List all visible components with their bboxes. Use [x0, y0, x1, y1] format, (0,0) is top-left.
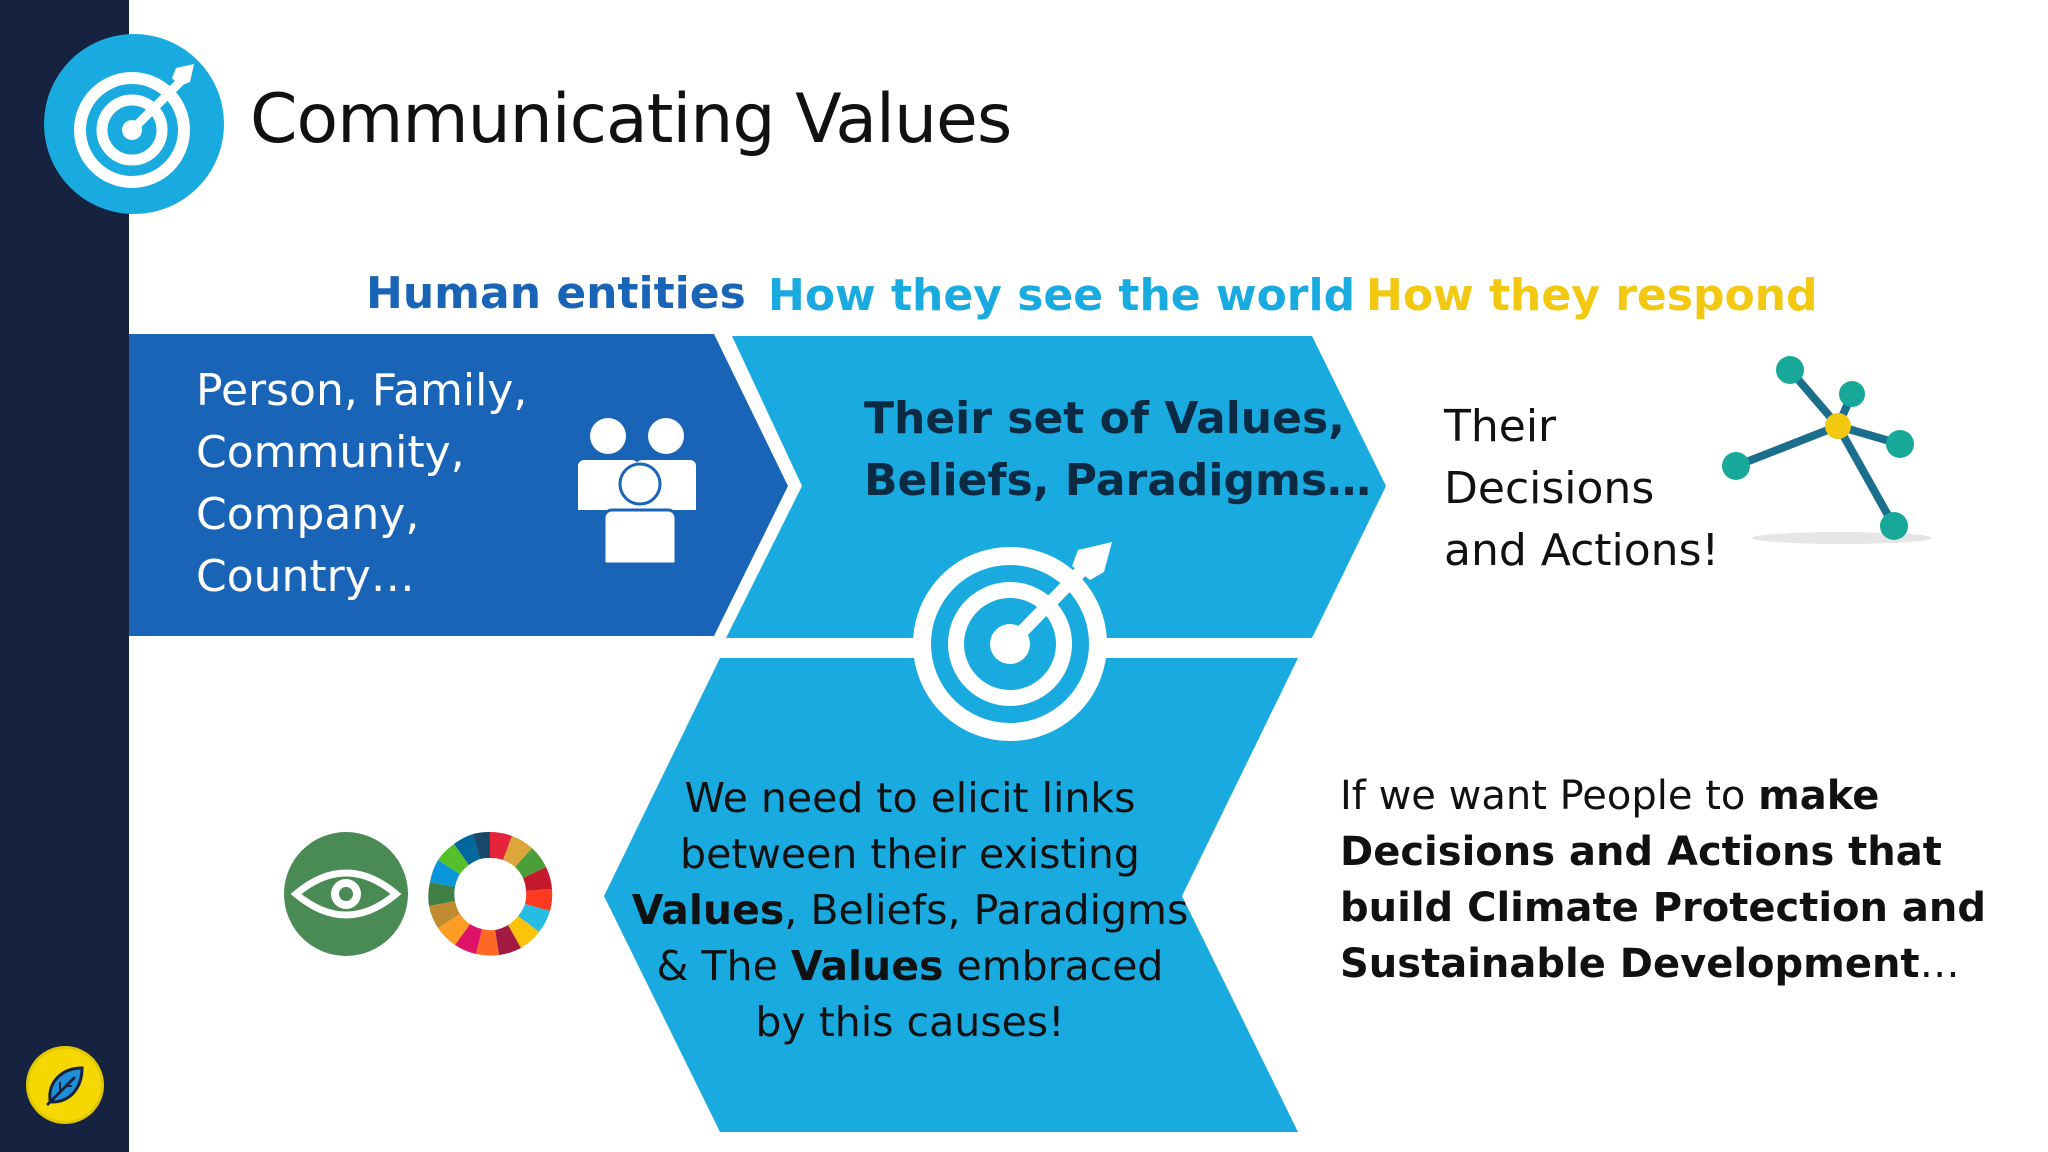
respond-line: Their	[1444, 401, 1557, 452]
respond-line: and Actions!	[1444, 525, 1720, 576]
values-chevron	[726, 336, 1386, 638]
elicit-chevron	[604, 658, 1298, 1132]
respond-line: Decisions	[1444, 463, 1655, 514]
header-how-they-respond: How they respond	[1366, 270, 1818, 321]
people-group-icon	[578, 418, 696, 566]
entity-line: Community,	[196, 427, 465, 478]
elicit-line-4-pre: & The	[656, 942, 791, 990]
title-icon-badge	[44, 34, 224, 214]
values-target-icon	[913, 542, 1112, 741]
conclusion-line-1-bold: make	[1758, 773, 1880, 819]
elicit-line-5: by this causes!	[755, 998, 1065, 1046]
conclusion-line-1-pre: If we want People to	[1340, 773, 1759, 819]
target-icon	[74, 64, 194, 188]
page-title: Communicating Values	[250, 80, 1012, 159]
conclusion-line-2: Decisions and Actions that	[1340, 829, 1942, 875]
entity-line: Person, Family,	[196, 365, 528, 416]
entities-list: Person, Family, Community, Company, Coun…	[196, 360, 576, 608]
entity-line: Country…	[196, 551, 415, 602]
respond-text: Their Decisions and Actions!	[1444, 396, 1744, 582]
eye-globe-icon	[284, 832, 408, 956]
elicit-line-1: We need to elicit links	[684, 774, 1136, 822]
conclusion-line-3: build Climate Protection and	[1340, 885, 1987, 931]
conclusion-line-4-post: …	[1919, 941, 1960, 987]
values-line: Their set of Values,	[864, 393, 1345, 444]
entity-line: Company,	[196, 489, 420, 540]
elicit-line-2: between their existing	[680, 830, 1140, 878]
elicit-line-3-rest: , Beliefs, Paradigms	[784, 886, 1189, 934]
leaf-badge[interactable]	[26, 1046, 104, 1124]
elicit-values-bold-2: Values	[790, 942, 944, 990]
header-human-entities: Human entities	[366, 268, 746, 319]
sdg-wheel-icon	[428, 831, 553, 956]
header-how-they-see: How they see the world	[768, 270, 1356, 321]
elicit-line-3: Values, Beliefs, Paradigms	[600, 882, 1220, 938]
leaf-icon	[46, 1066, 84, 1106]
conclusion-line-4: Sustainable Development…	[1340, 936, 1960, 992]
values-text: Their set of Values, Beliefs, Paradigms…	[864, 388, 1372, 512]
conclusion-line-4-bold: Sustainable Development	[1340, 941, 1920, 987]
elicit-text: We need to elicit links between their ex…	[600, 770, 1220, 1050]
elicit-line-4: & The Values embraced	[600, 938, 1220, 994]
elicit-line-4-post: embraced	[943, 942, 1164, 990]
elicit-values-bold: Values	[631, 886, 785, 934]
conclusion-text: If we want People to make Decisions and …	[1340, 768, 1987, 992]
values-line: Beliefs, Paradigms…	[864, 455, 1372, 506]
network-icon	[1722, 356, 1932, 544]
conclusion-line-1: If we want People to make	[1340, 768, 1960, 824]
